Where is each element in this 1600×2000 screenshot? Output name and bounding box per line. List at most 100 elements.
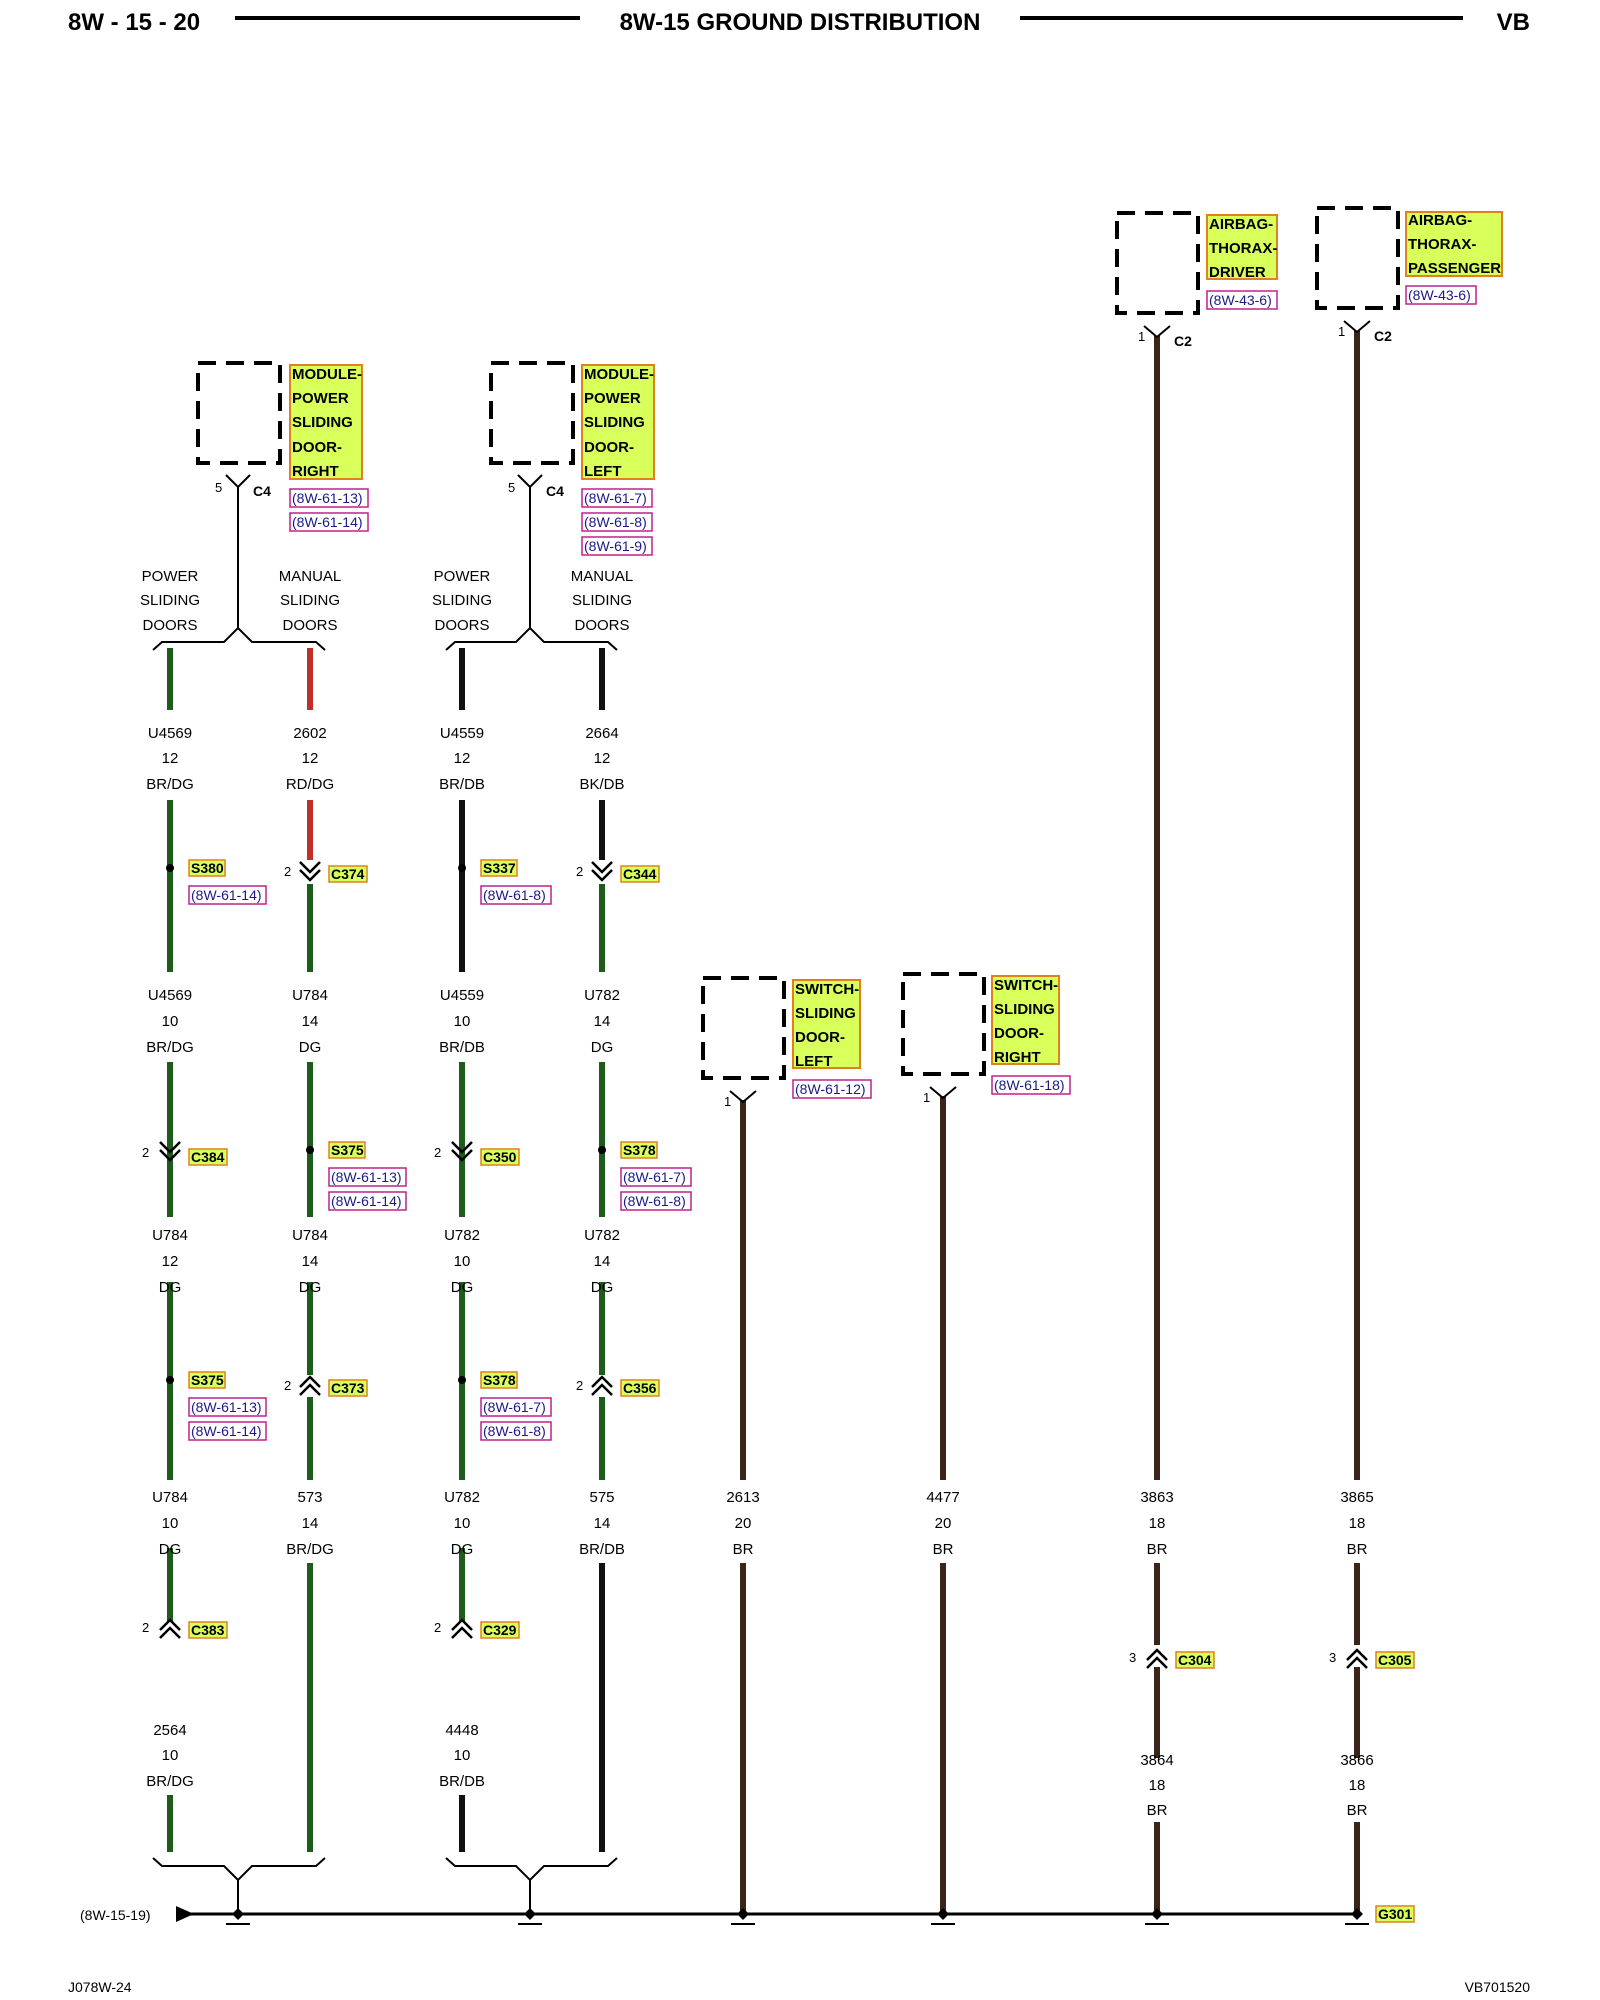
svg-text:14: 14 bbox=[594, 1013, 611, 1030]
svg-text:C374: C374 bbox=[331, 866, 365, 882]
connector-c356: 2 C356 bbox=[576, 1375, 660, 1397]
wire-label-u4569-10: U4569 10 BR/DG bbox=[146, 987, 194, 1056]
svg-text:5: 5 bbox=[215, 480, 222, 495]
svg-text:18: 18 bbox=[1149, 1515, 1166, 1532]
svg-text:(8W-43-6): (8W-43-6) bbox=[1209, 292, 1272, 308]
wire-label-2613: 2613 20 BR bbox=[726, 1489, 759, 1558]
connector-c383: 2 C383 bbox=[142, 1618, 228, 1639]
svg-text:BR/DG: BR/DG bbox=[146, 776, 194, 793]
svg-text:C383: C383 bbox=[191, 1622, 225, 1638]
svg-text:DG: DG bbox=[451, 1541, 474, 1558]
connector-c305: 3 C305 bbox=[1329, 1648, 1415, 1669]
splice-s375-upper: S375 (8W-61-13) (8W-61-14) bbox=[306, 1141, 407, 1211]
svg-text:2: 2 bbox=[284, 1378, 291, 1393]
wire-label-u4559-10: U4559 10 BR/DB bbox=[439, 987, 485, 1056]
connector-c374: 2 C374 bbox=[284, 861, 368, 883]
svg-text:(8W-61-12): (8W-61-12) bbox=[795, 1081, 866, 1097]
wire-label-u784-12: U784 12 DG bbox=[152, 1227, 188, 1296]
svg-text:3866: 3866 bbox=[1340, 1752, 1373, 1769]
svg-text:SLIDING: SLIDING bbox=[572, 592, 632, 609]
svg-text:BR/DB: BR/DB bbox=[439, 776, 485, 793]
svg-text:BR/DG: BR/DG bbox=[146, 1039, 194, 1056]
ground-g301: G301 bbox=[1375, 1905, 1415, 1923]
svg-text:SLIDING: SLIDING bbox=[292, 414, 353, 431]
wire-label-u782-14b: U782 14 DG bbox=[584, 1227, 620, 1296]
wire-label-3865: 3865 18 BR bbox=[1340, 1489, 1373, 1558]
wire-label-u782-10a: U782 10 DG bbox=[444, 1227, 480, 1296]
svg-text:S380: S380 bbox=[191, 860, 224, 876]
svg-text:18: 18 bbox=[1149, 1777, 1166, 1794]
svg-text:(8W-43-6): (8W-43-6) bbox=[1408, 287, 1471, 303]
svg-text:LEFT: LEFT bbox=[795, 1053, 833, 1070]
wire-label-4477: 4477 20 BR bbox=[926, 1489, 959, 1558]
svg-text:U4569: U4569 bbox=[148, 725, 192, 742]
svg-text:PASSENGER: PASSENGER bbox=[1408, 260, 1501, 277]
svg-text:C384: C384 bbox=[191, 1149, 225, 1165]
svg-text:AIRBAG-: AIRBAG- bbox=[1209, 216, 1273, 233]
svg-text:10: 10 bbox=[454, 1747, 471, 1764]
component-module-psd-right: MODULE- POWER SLIDING DOOR- RIGHT (8W-61… bbox=[196, 361, 369, 532]
svg-text:1: 1 bbox=[923, 1090, 930, 1105]
component-switch-sd-left: SWITCH- SLIDING DOOR- LEFT (8W-61-12) 1 bbox=[701, 976, 872, 1109]
svg-text:10: 10 bbox=[454, 1013, 471, 1030]
svg-text:SWITCH-: SWITCH- bbox=[994, 977, 1058, 994]
svg-text:2: 2 bbox=[434, 1145, 441, 1160]
svg-text:(8W-61-13): (8W-61-13) bbox=[292, 490, 363, 506]
svg-text:DOORS: DOORS bbox=[434, 617, 489, 634]
svg-text:MANUAL: MANUAL bbox=[279, 568, 342, 585]
svg-text:U782: U782 bbox=[444, 1489, 480, 1506]
svg-text:C2: C2 bbox=[1374, 328, 1392, 344]
svg-text:(8W-61-8): (8W-61-8) bbox=[483, 887, 546, 903]
svg-text:(8W-15-19): (8W-15-19) bbox=[80, 1907, 151, 1923]
svg-text:12: 12 bbox=[594, 750, 611, 767]
component-airbag-thorax-driver: AIRBAG- THORAX- DRIVER (8W-43-6) 1 C2 bbox=[1115, 211, 1278, 349]
svg-text:S375: S375 bbox=[191, 1372, 224, 1388]
vehicle-code: VB bbox=[1497, 9, 1530, 36]
svg-text:POWER: POWER bbox=[142, 568, 199, 585]
svg-text:RIGHT: RIGHT bbox=[292, 463, 339, 480]
svg-text:2664: 2664 bbox=[585, 725, 618, 742]
svg-text:4477: 4477 bbox=[926, 1489, 959, 1506]
svg-text:10: 10 bbox=[454, 1253, 471, 1270]
svg-text:C4: C4 bbox=[546, 483, 564, 499]
svg-text:SLIDING: SLIDING bbox=[432, 592, 492, 609]
svg-text:DG: DG bbox=[591, 1039, 614, 1056]
svg-text:(8W-61-8): (8W-61-8) bbox=[483, 1423, 546, 1439]
component-airbag-thorax-passenger: AIRBAG- THORAX- PASSENGER (8W-43-6) 1 C2 bbox=[1315, 206, 1503, 344]
svg-text:SWITCH-: SWITCH- bbox=[795, 981, 859, 998]
svg-text:12: 12 bbox=[454, 750, 471, 767]
svg-text:1: 1 bbox=[1138, 329, 1145, 344]
svg-text:(8W-61-7): (8W-61-7) bbox=[584, 490, 647, 506]
svg-text:BR/DB: BR/DB bbox=[439, 1773, 485, 1790]
svg-text:SLIDING: SLIDING bbox=[584, 414, 645, 431]
svg-text:10: 10 bbox=[162, 1013, 179, 1030]
svg-text:(8W-61-14): (8W-61-14) bbox=[331, 1193, 402, 1209]
svg-text:DG: DG bbox=[159, 1279, 182, 1296]
svg-text:U784: U784 bbox=[152, 1489, 188, 1506]
svg-text:BR/DG: BR/DG bbox=[286, 1541, 334, 1558]
svg-text:1: 1 bbox=[724, 1094, 731, 1109]
svg-text:S378: S378 bbox=[623, 1142, 656, 1158]
svg-text:(8W-61-14): (8W-61-14) bbox=[292, 514, 363, 530]
svg-text:MANUAL: MANUAL bbox=[571, 568, 634, 585]
svg-text:(8W-61-8): (8W-61-8) bbox=[584, 514, 647, 530]
svg-text:BR/DB: BR/DB bbox=[439, 1039, 485, 1056]
option-branch-left bbox=[445, 474, 618, 651]
svg-text:14: 14 bbox=[594, 1515, 611, 1532]
svg-text:BR: BR bbox=[1147, 1802, 1168, 1819]
page-title: 8W-15 GROUND DISTRIBUTION bbox=[620, 9, 981, 36]
splice-s378-upper: S378 (8W-61-7) (8W-61-8) bbox=[598, 1141, 692, 1211]
svg-text:4448: 4448 bbox=[445, 1722, 478, 1739]
svg-text:14: 14 bbox=[302, 1253, 319, 1270]
svg-text:DG: DG bbox=[451, 1279, 474, 1296]
svg-text:573: 573 bbox=[297, 1489, 322, 1506]
svg-text:AIRBAG-: AIRBAG- bbox=[1408, 212, 1472, 229]
svg-text:10: 10 bbox=[454, 1515, 471, 1532]
connector-c304: 3 C304 bbox=[1129, 1648, 1215, 1669]
wire-label-4448: 4448 10 BR/DB bbox=[439, 1722, 485, 1790]
svg-text:C329: C329 bbox=[483, 1622, 517, 1638]
svg-text:U4559: U4559 bbox=[440, 987, 484, 1004]
connector-c344: 2 C344 bbox=[576, 861, 660, 883]
wire-label-u784-14b: U784 14 DG bbox=[292, 1227, 328, 1296]
